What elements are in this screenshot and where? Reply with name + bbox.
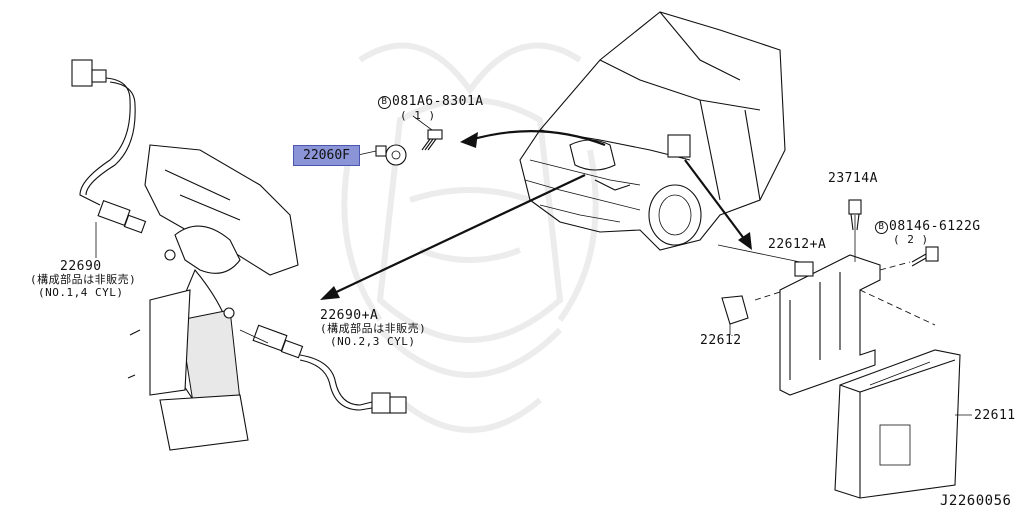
highlighted-part-label[interactable]: 22060F	[293, 145, 360, 166]
ecm-screw-qty: ( 2 )	[893, 233, 929, 246]
arrow-to-ecm	[684, 159, 752, 250]
front-o2-sensor-shape	[71, 59, 147, 258]
ecm-bracket-shape	[754, 199, 939, 396]
leader-knock-sensor	[357, 150, 377, 156]
rear-o2-note2: (NO.2,3 CYL)	[330, 335, 416, 348]
clip-label: 22612	[700, 333, 742, 348]
arrow-to-rear-o2	[320, 174, 586, 300]
ecm-bolt-label: 23714A	[828, 171, 878, 186]
front-o2-note2: (NO.1,4 CYL)	[38, 286, 124, 299]
arrow-to-knock-sensor	[460, 130, 606, 148]
bolt-qty: ( 1 )	[400, 109, 436, 122]
ecm-label: 22611	[974, 408, 1016, 423]
leader-bracket	[717, 244, 801, 263]
rear-o2-note1: (構成部品は非販売)	[320, 322, 427, 335]
watermark-emblem	[341, 42, 599, 433]
bracket-label: 22612+A	[768, 237, 827, 252]
clip-shape	[721, 295, 749, 335]
rear-o2-sensor-shape	[239, 324, 407, 414]
knock-sensor-shape	[375, 144, 407, 166]
diagram-id: J2260056	[940, 493, 1012, 509]
front-o2-note1: (構成部品は非販売)	[30, 273, 137, 286]
ecm-shape	[834, 349, 972, 499]
front-o2-label: 22690	[60, 259, 102, 274]
rear-o2-label: 22690+A	[320, 308, 379, 323]
exhaust-manifold-shape	[127, 144, 299, 451]
bolt-shape	[412, 115, 443, 151]
